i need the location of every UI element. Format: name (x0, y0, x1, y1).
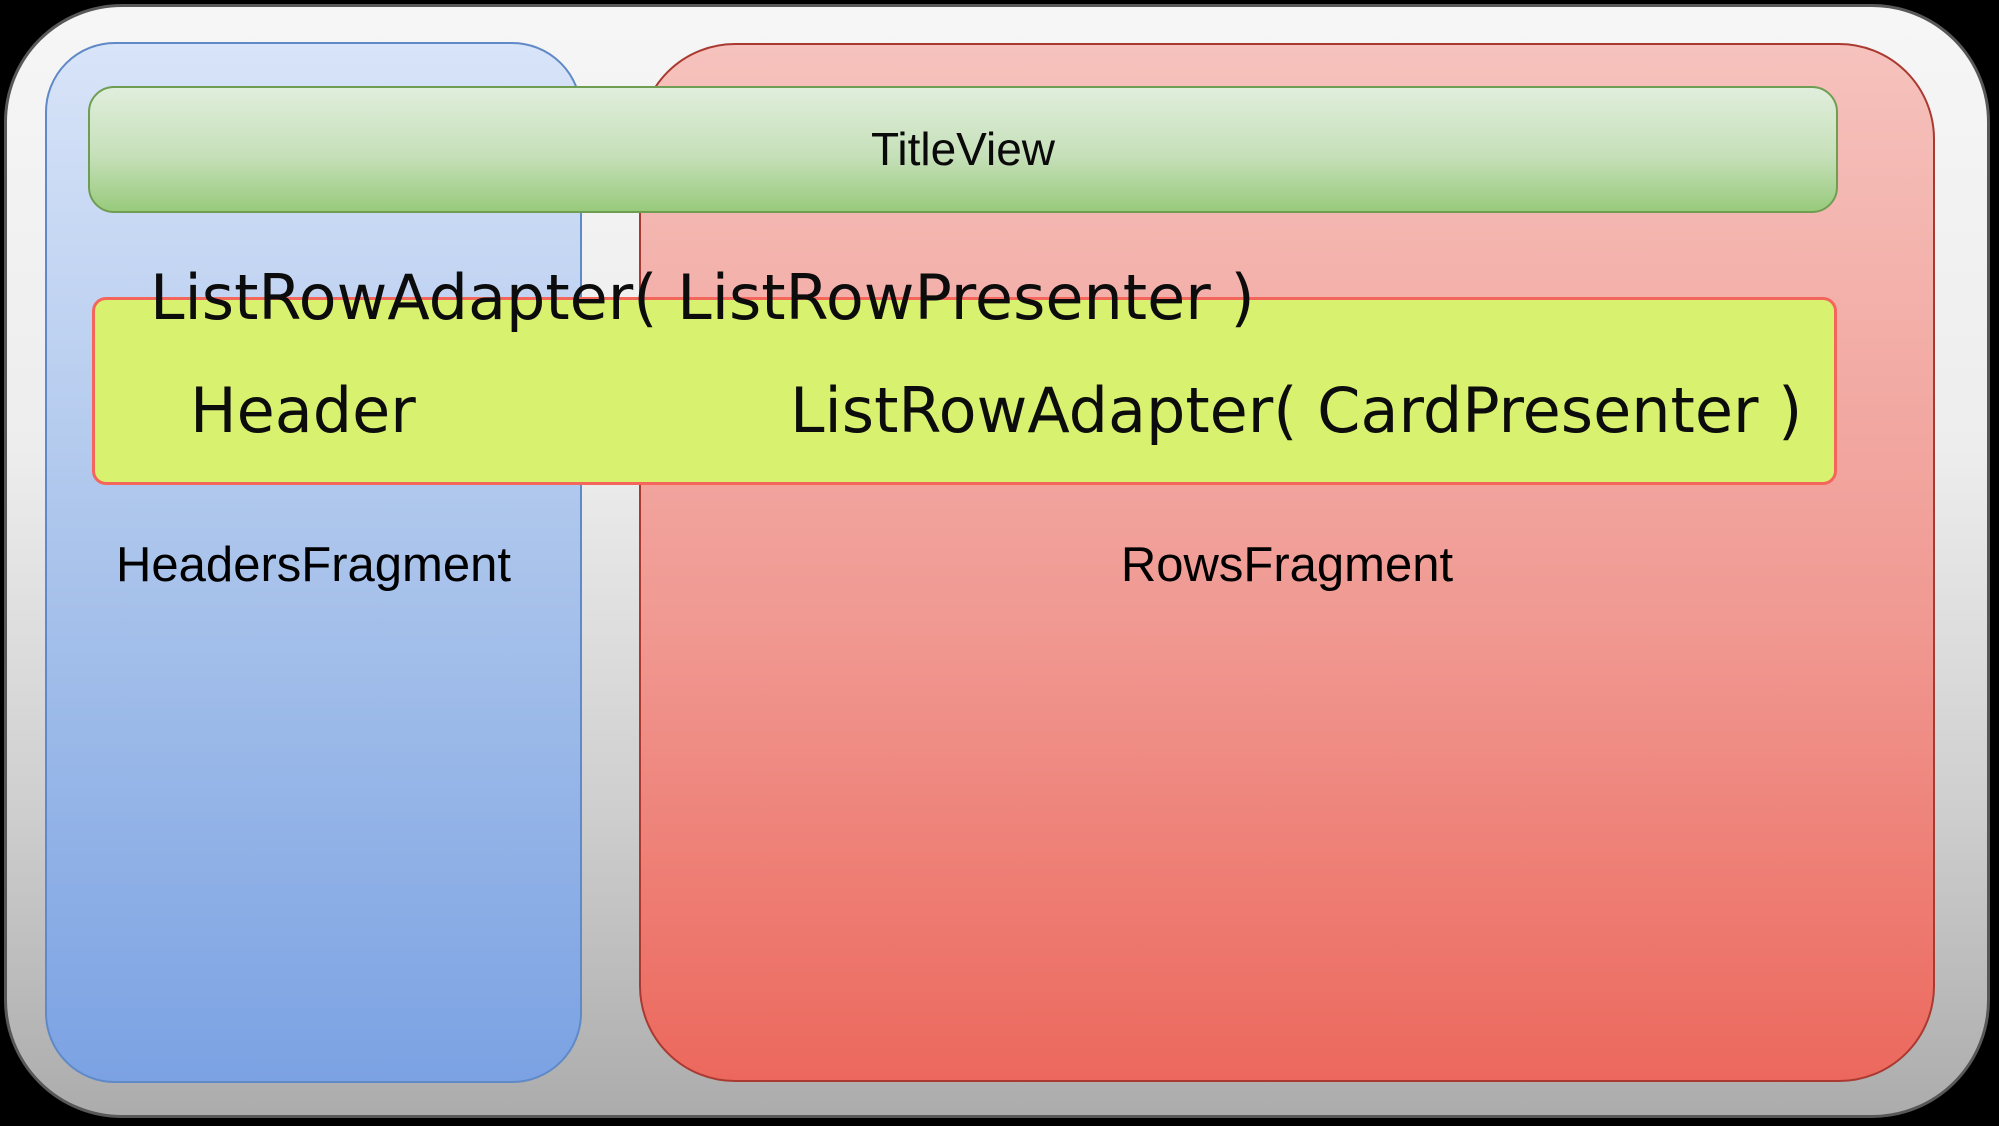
title-view-label: TitleView (870, 123, 1056, 175)
headers-fragment-label: HeadersFragment (116, 538, 511, 592)
rows-fragment-panel (639, 43, 1935, 1082)
rows-fragment-label: RowsFragment (1120, 538, 1454, 592)
header-label: Header (190, 374, 416, 447)
list-row-box (92, 297, 1837, 485)
list-row-presenter-text: ListRowAdapter( ListRowPresenter ) (150, 261, 1255, 334)
title-view-bar: TitleView (88, 86, 1838, 213)
card-presenter-text: ListRowAdapter( CardPresenter ) (790, 374, 1803, 447)
headers-fragment-panel (45, 42, 582, 1083)
